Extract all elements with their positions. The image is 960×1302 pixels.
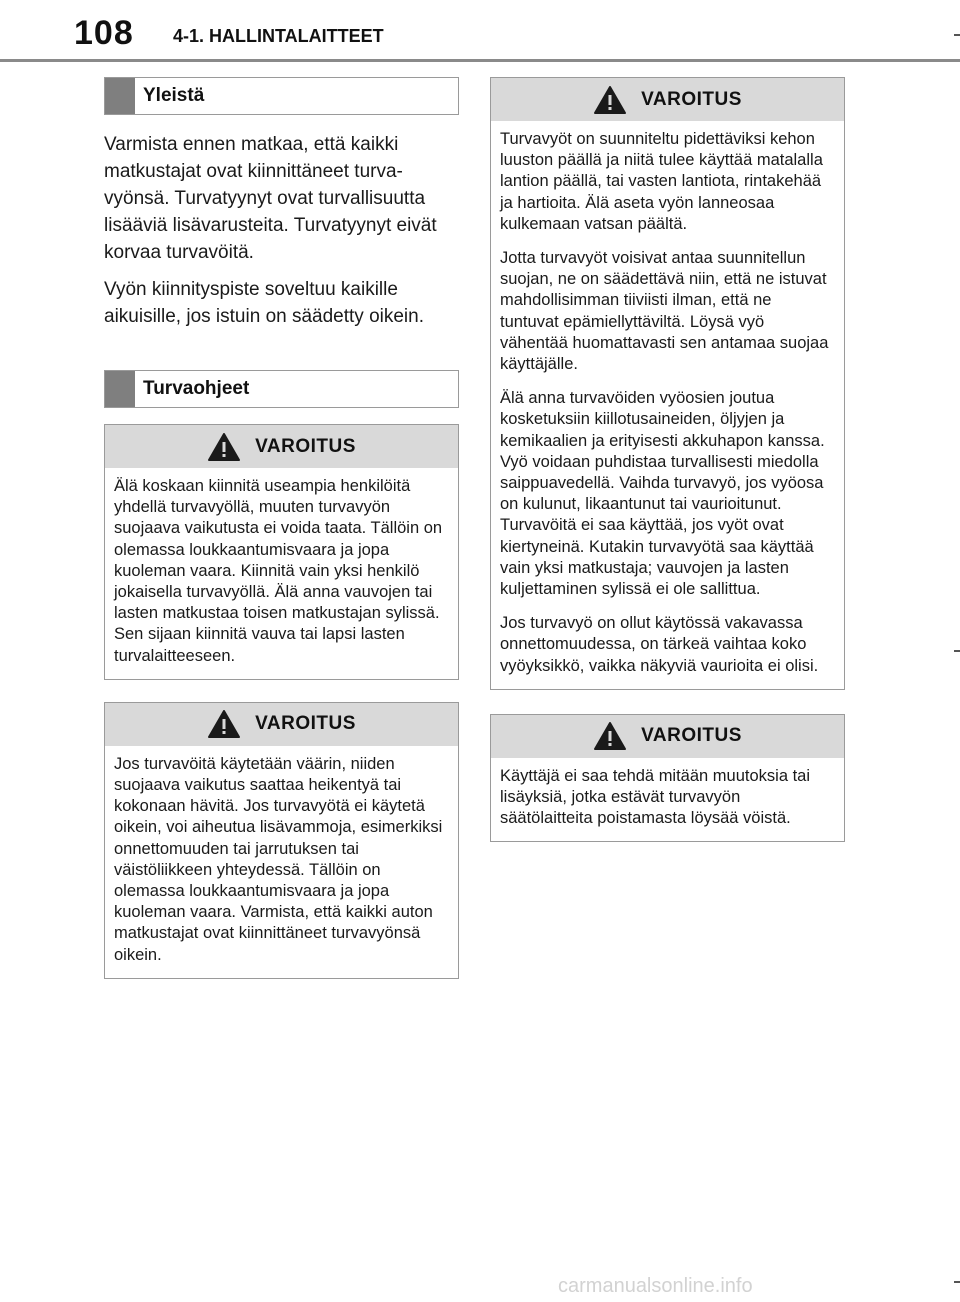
crop-mark bbox=[954, 1281, 960, 1283]
page-header: 108 4-1. HALLINTALAITTEET bbox=[0, 0, 960, 62]
warning-text: Jos turvavyö on ollut käytössä vaka­vass… bbox=[500, 614, 819, 675]
body-paragraph: Varmista ennen matkaa, että kaikki matku… bbox=[104, 134, 437, 263]
right-column: VAROITUS Turvavyöt on suunniteltu pidett… bbox=[490, 77, 845, 843]
warning-title: VAROITUS bbox=[641, 88, 742, 110]
section-title: 4-1. HALLINTALAITTEET bbox=[173, 26, 384, 46]
warning-title: VAROITUS bbox=[641, 725, 742, 747]
warning-header: VAROITUS bbox=[105, 425, 458, 468]
warning-box-2: VAROITUS Jos turvavöitä käytetään väärin… bbox=[104, 701, 459, 979]
warning-triangle-icon bbox=[594, 722, 627, 751]
heading-turvaohjeet: Turvaohjeet bbox=[104, 370, 459, 408]
crop-mark bbox=[954, 650, 960, 652]
warning-triangle-icon bbox=[208, 432, 241, 461]
warning-header: VAROITUS bbox=[491, 714, 844, 758]
page-number: 108 bbox=[74, 14, 134, 52]
watermark: carmanualsonline.info bbox=[558, 1275, 753, 1297]
warning-text: Turvavyöt on suunniteltu pidettäviksi ke… bbox=[500, 130, 823, 233]
left-column: Yleistä Varmista ennen matkaa, että kaik… bbox=[104, 77, 459, 979]
warning-body: Jos turvavöitä käytetään väärin, nii­den… bbox=[105, 746, 458, 978]
warning-body: Älä koskaan kiinnitä useampia henki­löit… bbox=[105, 468, 458, 679]
warning-title: VAROITUS bbox=[255, 713, 356, 735]
warning-title: VAROITUS bbox=[255, 435, 356, 457]
warning-text: Käyttäjä ei saa tehdä mitään muutok­sia … bbox=[500, 766, 811, 828]
heading-title: Turvaohjeet bbox=[143, 378, 250, 399]
warning-triangle-icon bbox=[594, 85, 627, 114]
warning-text: Älä anna turvavöiden vyöosien jou­tua ko… bbox=[500, 389, 825, 599]
warning-body: Turvavyöt on suunniteltu pidettäviksi ke… bbox=[491, 121, 844, 689]
warning-header: VAROITUS bbox=[105, 702, 458, 746]
warning-box-1: VAROITUS Älä koskaan kiinnitä useampia h… bbox=[104, 424, 459, 680]
warning-box-4: VAROITUS Käyttäjä ei saa tehdä mitään mu… bbox=[490, 713, 845, 843]
warning-triangle-icon bbox=[208, 710, 241, 739]
heading-bar bbox=[105, 371, 135, 407]
warning-box-3: VAROITUS Turvavyöt on suunniteltu pidett… bbox=[490, 77, 845, 690]
heading-title: Yleistä bbox=[143, 85, 205, 106]
heading-yleista: Yleistä bbox=[104, 77, 459, 115]
warning-header: VAROITUS bbox=[491, 78, 844, 121]
warning-text: Jos turvavöitä käytetään väärin, nii­den… bbox=[114, 754, 443, 964]
warning-body: Käyttäjä ei saa tehdä mitään muutok­sia … bbox=[491, 758, 844, 842]
body-paragraph: Vyön kiinnityspiste soveltuu kaikille ai… bbox=[104, 279, 425, 327]
warning-text: Älä koskaan kiinnitä useampia henki­löit… bbox=[114, 477, 443, 665]
heading-bar bbox=[105, 78, 135, 114]
warning-text: Jotta turvavyöt voisivat antaa suunni­te… bbox=[500, 249, 829, 374]
crop-mark bbox=[954, 34, 960, 36]
